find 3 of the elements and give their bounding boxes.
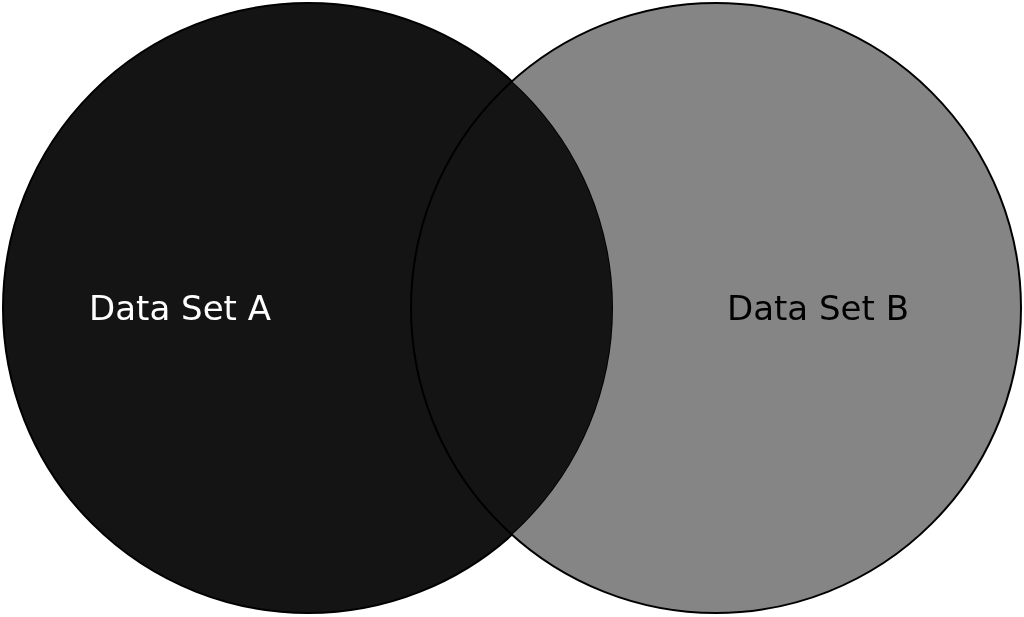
venn-circle: [410, 2, 1022, 614]
set-label: Data Set A: [89, 288, 271, 328]
set-label: Data Set B: [727, 288, 909, 328]
